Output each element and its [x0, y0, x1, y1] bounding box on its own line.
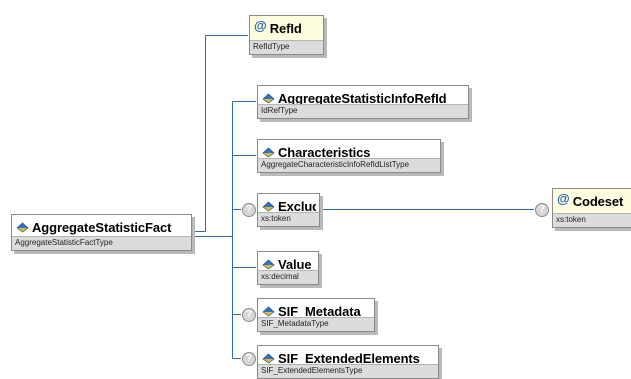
refid-attribute-type: RefIdType — [250, 40, 323, 54]
characteristics-element-type: AggregateCharacteristicInfoRefIdListType — [258, 158, 440, 172]
root-element-name: AggregateStatisticFact — [32, 219, 172, 235]
sif-metadata-element-node[interactable]: SIF_Metadata SIF_MetadataType — [257, 298, 375, 332]
characteristics-element-name: Characteristics — [278, 144, 371, 160]
codeset-attribute-node[interactable]: @ Codeset xs:token — [552, 188, 631, 228]
element-diamond-icon — [262, 306, 275, 317]
optional-question-icon: ? — [242, 203, 256, 217]
element-diamond-icon — [262, 93, 275, 104]
root-element-node[interactable]: AggregateStatisticFact AggregateStatisti… — [11, 214, 192, 251]
attribute-at-icon: @ — [557, 192, 570, 206]
attribute-at-icon: @ — [254, 19, 267, 33]
element-diamond-icon — [262, 147, 275, 158]
element-diamond-icon — [16, 222, 29, 233]
value-element-type: xs:decimal — [258, 270, 318, 284]
refid-attribute-name: RefId — [269, 20, 302, 36]
codeset-attribute-name: Codeset — [572, 193, 624, 209]
excluded-element-node[interactable]: Excluded xs:token — [257, 193, 320, 227]
sif-extendedelements-element-name: SIF_ExtendedElements — [278, 350, 420, 366]
codeset-attribute-type: xs:token — [553, 213, 631, 227]
excluded-element-name: Excluded — [278, 198, 316, 214]
element-diamond-icon — [262, 353, 275, 364]
value-element-node[interactable]: Value xs:decimal — [257, 251, 319, 285]
aggregatestatisticinforefid-element-name: AggregateStatisticInfoRefId — [278, 90, 447, 106]
root-element-type: AggregateStatisticFactType — [12, 236, 191, 250]
characteristics-element-node[interactable]: Characteristics AggregateCharacteristicI… — [257, 139, 441, 173]
element-diamond-icon — [262, 259, 275, 270]
sif-metadata-element-name: SIF_Metadata — [278, 303, 361, 319]
optional-question-icon: ? — [535, 203, 549, 217]
aggregatestatisticinforefid-element-node[interactable]: AggregateStatisticInfoRefId IdRefType — [257, 85, 469, 119]
element-diamond-icon — [262, 201, 275, 212]
sif-extendedelements-element-type: SIF_ExtendedElementsType — [258, 364, 438, 378]
excluded-element-type: xs:token — [258, 212, 319, 226]
optional-question-icon: ? — [242, 308, 256, 322]
optional-question-icon: ? — [242, 352, 256, 366]
sif-metadata-element-type: SIF_MetadataType — [258, 317, 374, 331]
value-element-name: Value — [278, 256, 312, 272]
aggregatestatisticinforefid-element-type: IdRefType — [258, 104, 468, 118]
refid-attribute-node[interactable]: @ RefId RefIdType — [249, 15, 324, 55]
sif-extendedelements-element-node[interactable]: SIF_ExtendedElements SIF_ExtendedElement… — [257, 345, 439, 379]
